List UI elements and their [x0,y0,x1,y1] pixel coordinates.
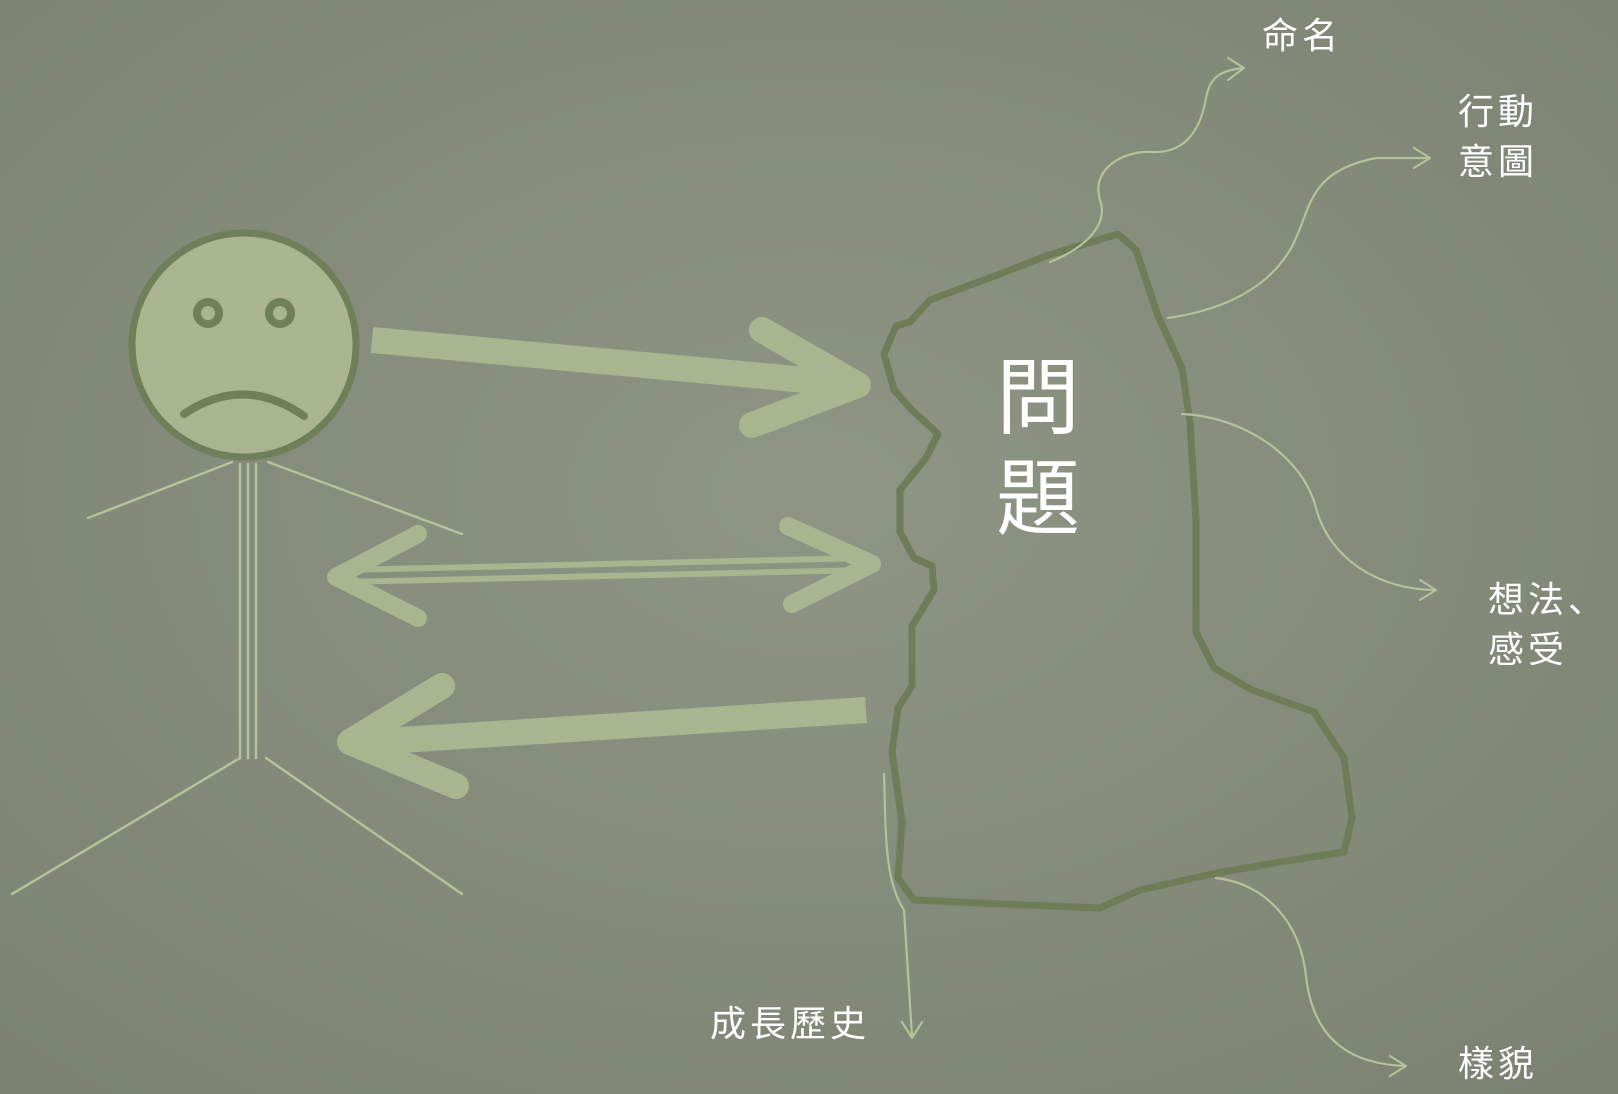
branch-naming-arrowhead [1226,56,1246,82]
branch-growth-history-arrowhead [900,1020,924,1040]
sad-person-figure [10,229,464,896]
arrow-problem-to-person [337,673,867,799]
label-appearance: 樣貌 [1458,1044,1539,1085]
label-thoughts-feelings: 想法、 感受 [1488,580,1609,672]
branch-growth-history [882,772,914,1038]
arrow-bidirectional [327,517,881,627]
branch-action-intent [1166,156,1432,320]
frown-mouth [180,390,308,420]
label-growth-history: 成長歷史 [710,1004,871,1045]
person-limbs [10,460,464,896]
branch-naming [1048,66,1246,264]
branch-appearance-arrowhead [1388,1054,1408,1078]
left-eye-highlight [201,306,215,320]
branch-lines [882,56,1438,1078]
branch-thoughts-feelings [1180,412,1438,592]
branch-appearance [1214,876,1408,1068]
branch-thoughts-feelings-arrowhead [1418,578,1438,602]
problem-label: 問 題 [995,349,1080,548]
sad-face-head [128,229,360,461]
right-eye-highlight [273,306,287,320]
label-naming: 命名 [1262,16,1343,57]
label-action-intent: 行動 意圖 [1458,92,1539,184]
branch-action-intent-arrowhead [1412,146,1432,170]
problem-shape-outline [880,230,1356,912]
arrow-person-to-problem [370,317,871,438]
